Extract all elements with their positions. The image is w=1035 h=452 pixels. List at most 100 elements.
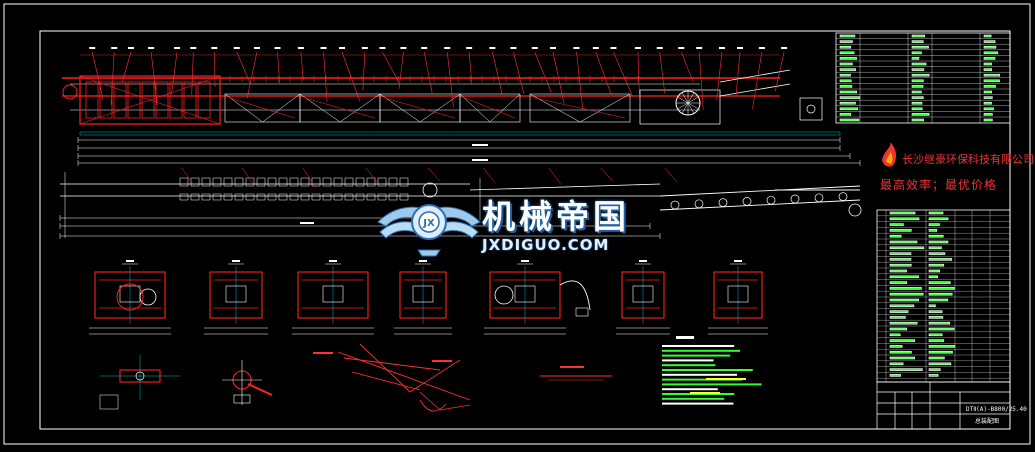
incline-belt xyxy=(659,185,861,197)
head-pulley-plan xyxy=(848,203,862,217)
tail-section-bay xyxy=(155,81,169,119)
table-cell-text xyxy=(983,57,996,60)
plan-idler-set xyxy=(289,177,299,187)
truss-member xyxy=(384,97,456,119)
table-cell-text xyxy=(911,96,924,99)
section-title-text xyxy=(126,260,134,262)
bom-cell-text xyxy=(928,321,951,325)
bom-cell-text xyxy=(928,223,940,226)
drawing-number: DTⅡ(A)-B800/25.40 xyxy=(966,406,1027,413)
bom-cell-text xyxy=(889,217,920,221)
plan-idler-set xyxy=(333,177,343,187)
section-roller xyxy=(322,285,344,303)
watermark-text: 机械帝国 JXDIGUO.COM xyxy=(482,198,667,258)
drawing-title: 总装配图 xyxy=(975,418,1000,425)
table-cell-text xyxy=(911,51,922,55)
table-cell-text xyxy=(983,90,993,94)
return-roller xyxy=(718,198,728,207)
leader-line xyxy=(365,167,379,184)
table-cell-text xyxy=(911,40,924,43)
parameter-table-border xyxy=(835,32,1011,124)
bom-cell-text xyxy=(928,345,956,348)
bom-cell-text xyxy=(889,240,918,244)
item-number-text xyxy=(678,47,685,49)
belt-path-line xyxy=(419,391,441,411)
leader-line xyxy=(181,167,195,186)
leader-line xyxy=(664,167,678,183)
tail-section-bay xyxy=(127,81,141,119)
diagram-label xyxy=(560,366,584,368)
plan-idler-set xyxy=(344,193,354,201)
plan-idler-set xyxy=(201,177,211,187)
bom-cell-text xyxy=(889,292,924,296)
item-number-text xyxy=(421,47,428,49)
leader-line xyxy=(600,167,614,182)
table-cell-text xyxy=(839,85,853,88)
plan-idler-set xyxy=(300,193,310,201)
note-line-text xyxy=(662,388,718,391)
section-title-text xyxy=(521,260,529,262)
leader-line xyxy=(513,51,525,94)
leader-line xyxy=(300,51,304,81)
section-pulley xyxy=(494,285,514,305)
item-number-text xyxy=(610,47,617,49)
section-roller xyxy=(514,285,536,303)
note-highlight-text xyxy=(690,392,720,394)
bom-cell-text xyxy=(889,223,904,226)
leader-line xyxy=(171,51,178,95)
section-roller xyxy=(119,285,141,303)
plan-idler-set xyxy=(311,193,321,201)
plan-idler-set xyxy=(278,193,288,201)
table-cell-text xyxy=(911,118,924,122)
plan-idler-set xyxy=(355,177,365,187)
leader-line xyxy=(735,51,741,96)
chute-curve xyxy=(559,280,591,311)
title-block xyxy=(876,381,1011,430)
return-roller xyxy=(742,197,752,206)
table-cell-text xyxy=(983,85,996,88)
tail-section-bay xyxy=(85,81,99,119)
leader-line xyxy=(637,51,640,103)
incline-edge xyxy=(469,183,661,191)
dimension-text xyxy=(300,222,314,224)
table-cell-text xyxy=(983,62,992,66)
plan-idler-set xyxy=(377,177,387,187)
truss-diagonal xyxy=(489,93,521,123)
item-number-text xyxy=(737,47,744,49)
belt-path-line xyxy=(409,359,461,393)
note-line-text xyxy=(662,383,762,386)
table-cell-text xyxy=(983,40,996,43)
bom-cell-text xyxy=(928,298,949,302)
table-cell-text xyxy=(839,34,856,38)
notes-heading xyxy=(676,336,694,339)
pulley-spoke xyxy=(687,102,695,114)
leader-line xyxy=(681,51,694,82)
bom-cell-text xyxy=(889,304,915,308)
leader-line xyxy=(752,51,763,109)
pulley-spoke xyxy=(687,102,699,110)
drive-pulley-plan xyxy=(422,182,438,198)
section-pulley xyxy=(139,288,157,306)
plan-idler-set xyxy=(179,177,189,187)
truss-diagonal xyxy=(459,93,491,123)
leader-line xyxy=(242,167,255,187)
table-cell-text xyxy=(911,113,930,116)
note-highlight-text xyxy=(706,378,746,380)
note-line-text xyxy=(662,359,714,362)
bill-of-materials-table xyxy=(876,209,1011,383)
plan-idler-set xyxy=(377,193,387,201)
bom-cell-text xyxy=(889,281,908,284)
section-title-text xyxy=(419,260,427,262)
bom-cell-text xyxy=(928,292,953,296)
bom-cell-text xyxy=(889,327,907,331)
leader-line xyxy=(492,51,503,96)
bom-cell-text xyxy=(889,362,904,366)
bom-cell-text xyxy=(928,263,945,267)
plan-idler-set xyxy=(322,193,332,201)
note-line-text xyxy=(662,364,716,367)
leader-line xyxy=(774,51,785,92)
item-number-text xyxy=(111,47,118,49)
table-cell-text xyxy=(839,57,857,60)
leader-line xyxy=(246,51,258,99)
